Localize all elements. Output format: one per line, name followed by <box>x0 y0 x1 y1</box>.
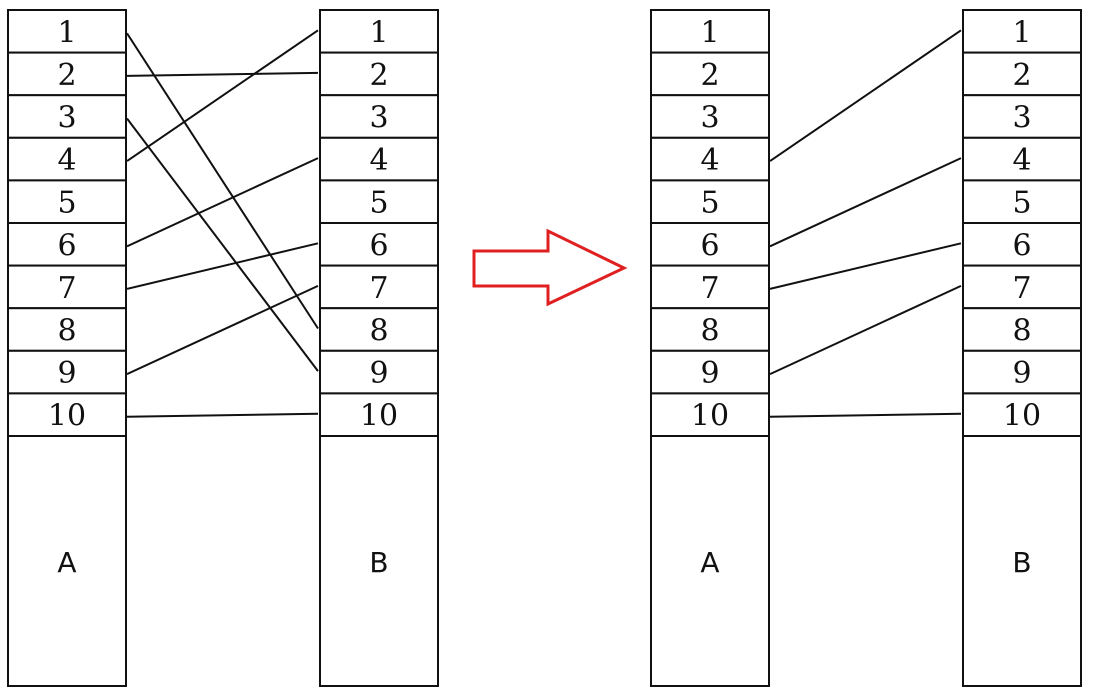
connections-before <box>126 29 319 418</box>
before-connector-line <box>126 157 319 248</box>
column-b-after-cell-label: 6 <box>1012 228 1031 263</box>
column-b-before: 1 2 3 4 5 6 7 8 9 10 <box>319 9 439 687</box>
column-b-after: 1 2 3 4 5 6 7 8 9 10 <box>962 9 1082 687</box>
column-a-after-cell-label: 6 <box>700 228 719 263</box>
column-b-before-cell-label: 4 <box>369 143 388 178</box>
before-connector-line <box>126 29 319 162</box>
column-a-before-cell-label: 2 <box>57 58 76 93</box>
after-connector-line <box>769 157 962 248</box>
arrow-right-outline-icon <box>472 228 628 307</box>
column-a-before-cell <box>7 9 127 54</box>
column-b-before-cell <box>319 264 439 310</box>
column-a-before-cell-label: 3 <box>57 101 76 136</box>
column-b-before-cell-label: 8 <box>369 314 388 349</box>
column-b-after-cell-label: 3 <box>1012 101 1031 136</box>
column-b-before-cell-label: 2 <box>369 58 388 93</box>
column-a-after-cell <box>650 392 770 437</box>
column-b-after-cell <box>962 349 1082 395</box>
column-b-before-cell-label: 5 <box>369 186 388 221</box>
column-a-after-cell-label: 10 <box>691 399 729 434</box>
column-b-before-cell <box>319 349 439 395</box>
column-b-after-cell-label: 8 <box>1012 314 1031 349</box>
before-panel: 1 2 3 4 5 6 7 8 9 10 1 2 3 4 5 6 7 8 9 10 A B <box>7 9 439 687</box>
column-a-after-cell <box>650 136 770 182</box>
column-a-after-cell <box>650 94 770 139</box>
column-a-before-cell-label: 6 <box>57 228 76 263</box>
column-a-before-cell-label: 5 <box>57 186 76 221</box>
column-a-after-cell <box>650 9 770 54</box>
column-a-before-cell <box>7 179 127 224</box>
column-a-after-cell-label: 8 <box>700 314 719 349</box>
after-connector-line <box>769 284 962 376</box>
column-b-before-cell <box>319 136 439 182</box>
column-b-before-cell-label: 6 <box>369 228 388 263</box>
column-a-after-cell-label: 1 <box>700 15 719 50</box>
column-b-after-cell-label: 1 <box>1012 15 1031 50</box>
column-b-before-cell <box>319 222 439 267</box>
column-a-after-cell <box>650 264 770 310</box>
column-b-after-cell-label: 4 <box>1012 143 1031 178</box>
column-a-after-cell-label: 5 <box>700 186 719 221</box>
column-b-after-cell <box>962 51 1082 97</box>
column-b-before-cell-label: 7 <box>369 271 388 306</box>
column-b-after-cell-label: 9 <box>1012 356 1031 391</box>
before-connector-line <box>126 117 319 372</box>
before-connector-line <box>126 71 319 77</box>
column-a-after-cell <box>650 222 770 267</box>
column-a-before-cell-label: 4 <box>57 143 76 178</box>
before-connector-line <box>126 284 319 376</box>
column-a-after-cell-label: 4 <box>700 143 719 178</box>
column-b-before-cell <box>319 392 439 437</box>
column-b-before-cell-label: 3 <box>369 101 388 136</box>
column-a-before: 1 2 3 4 5 6 7 8 9 10 <box>7 9 127 687</box>
column-a-after-cell <box>650 307 770 352</box>
column-b-after-cell-label: 10 <box>1003 399 1041 434</box>
column-a-before-cell-label: 7 <box>57 271 76 306</box>
column-b-before-cell-label: 10 <box>360 399 398 434</box>
column-b-before-cell-label: 1 <box>369 15 388 50</box>
column-b-after-cell <box>962 392 1082 437</box>
before-connector-line <box>126 412 319 418</box>
column-b-before-cell-label: 9 <box>369 356 388 391</box>
before-connector-line <box>126 32 319 330</box>
column-b-after-cell <box>962 307 1082 352</box>
after-connector-line <box>769 412 962 418</box>
column-b-after-cell-label: 5 <box>1012 186 1031 221</box>
column-a-before-cell <box>7 392 127 437</box>
after-connector-line <box>769 29 962 162</box>
after-connector-line <box>769 242 962 290</box>
column-b-before-cell <box>319 307 439 352</box>
column-a-before-cell-label: 9 <box>57 356 76 391</box>
column-b-after-cell-label: 7 <box>1012 271 1031 306</box>
column-a-after-cell-label: 3 <box>700 101 719 136</box>
column-b-after-label: B <box>1012 546 1031 579</box>
column-a-before-label: A <box>57 546 76 579</box>
column-b-before-cell <box>319 179 439 224</box>
column-a-before-cell <box>7 349 127 395</box>
column-a-before-cell <box>7 94 127 139</box>
column-a-after-label: A <box>700 546 719 579</box>
column-a-after-cell-label: 9 <box>700 356 719 391</box>
after-panel: 1 2 3 4 5 6 7 8 9 10 1 2 3 4 5 6 7 8 9 10 A B <box>650 9 1082 687</box>
column-a-after: 1 2 3 4 5 6 7 8 9 10 <box>650 9 770 687</box>
before-connector-line <box>126 242 319 290</box>
column-a-after-cell-label: 2 <box>700 58 719 93</box>
column-b-before-cell <box>319 51 439 97</box>
column-a-before-cell <box>7 264 127 310</box>
column-a-before-cell-label: 1 <box>57 15 76 50</box>
column-b-after-cell-label: 2 <box>1012 58 1031 93</box>
column-b-before-label: B <box>369 546 388 579</box>
connections-after <box>769 29 962 418</box>
column-b-after-cell <box>962 179 1082 224</box>
column-a-before-cell-label: 10 <box>48 399 86 434</box>
column-b-after-cell <box>962 94 1082 139</box>
column-a-before-cell-label: 8 <box>57 314 76 349</box>
column-a-after-cell-label: 7 <box>700 271 719 306</box>
